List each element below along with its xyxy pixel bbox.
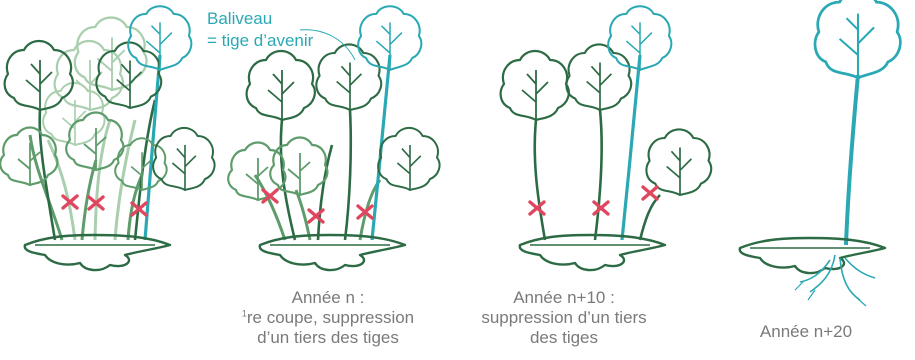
cut-mark (530, 202, 544, 214)
label-line: d’un tiers des tiges (228, 328, 428, 348)
label-line: 1re coupe, suppression (228, 308, 428, 328)
label-annee-n: Année n : 1re coupe, suppression d’un ti… (228, 288, 428, 348)
callout-title: Baliveau (207, 8, 313, 30)
baliveau-callout: Baliveau = tige d’avenir (207, 8, 313, 52)
cut-mark (594, 202, 608, 214)
stage-annee-n10 (501, 6, 712, 270)
label-line: Année n+10 : (464, 288, 664, 308)
label-line: Année n+20 (736, 322, 876, 342)
label-annee-n10: Année n+10 : suppression d’un tiers des … (464, 288, 664, 348)
label-line: des tiges (464, 328, 664, 348)
label-line: Année n : (228, 288, 428, 308)
cut-mark (643, 187, 657, 199)
label-line: suppression d’un tiers (464, 308, 664, 328)
stage-initial (0, 6, 214, 270)
stage-annee-n20 (740, 0, 901, 306)
callout-subtitle: = tige d’avenir (207, 30, 313, 52)
label-annee-n20: Année n+20 (736, 322, 876, 342)
